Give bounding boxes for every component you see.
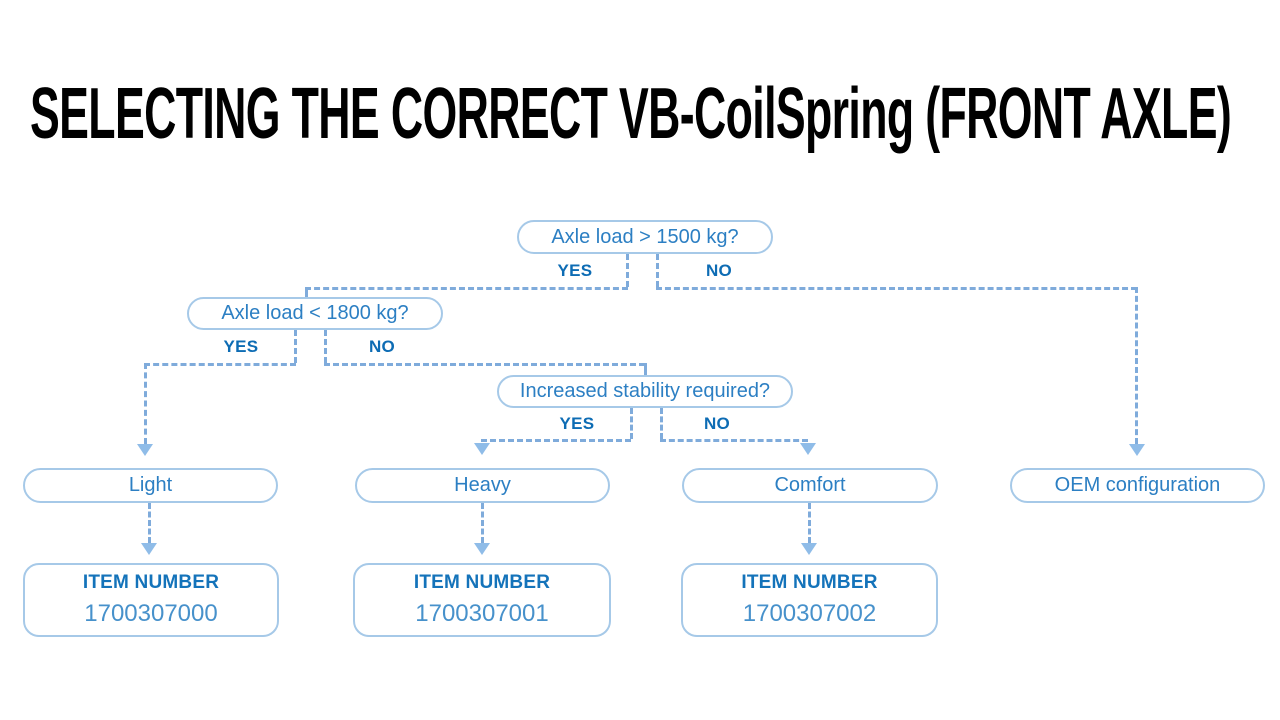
branch-label-no-root: NO [705, 261, 733, 280]
connector-stability-no-stub [660, 408, 663, 439]
decision-node-label: Axle load < 1800 kg? [221, 302, 409, 324]
branch-label-yes-1800: YES [223, 337, 259, 356]
item-number-box-light: ITEM NUMBER 1700307000 [23, 563, 279, 637]
connector-stability-yes-horizontal [481, 439, 631, 442]
arrow-down-icon-comfort [800, 443, 816, 455]
connector-1800-no-stub [324, 330, 327, 363]
item-number-value: 1700307002 [742, 600, 877, 627]
item-number-value: 1700307000 [84, 600, 218, 627]
arrow-down-icon-oem [1129, 444, 1145, 456]
arrow-down-icon-item-comfort [801, 543, 817, 555]
connector-stability-yes-stub [630, 408, 633, 439]
outcome-node-heavy: Heavy [355, 468, 610, 503]
item-number-box-comfort: ITEM NUMBER 1700307002 [681, 563, 938, 637]
branch-label-no-stability: NO [703, 414, 731, 433]
arrow-down-icon-light [137, 444, 153, 456]
decision-node-axle-load-1500: Axle load > 1500 kg? [517, 220, 773, 254]
outcome-node-comfort: Comfort [682, 468, 938, 503]
connector-heavy-to-item [481, 503, 484, 543]
arrow-down-icon-item-light [141, 543, 157, 555]
connector-1800-yes-stub [294, 330, 297, 363]
branch-label-no-1800: NO [368, 337, 396, 356]
outcome-node-label: Heavy [454, 474, 511, 496]
arrow-down-icon-item-heavy [474, 543, 490, 555]
decision-node-label: Axle load > 1500 kg? [551, 225, 739, 248]
connector-light-to-item [148, 503, 151, 543]
decision-node-axle-load-1800: Axle load < 1800 kg? [187, 297, 443, 330]
item-number-value: 1700307001 [415, 600, 549, 627]
connector-root-yes-horizontal [305, 287, 628, 290]
connector-1800-yes-horizontal [144, 363, 296, 366]
connector-comfort-to-item [808, 503, 811, 543]
page-title: SELECTING THE CORRECT VB-CoilSpring (FRO… [30, 74, 1232, 154]
connector-1800-no-horizontal [324, 363, 645, 366]
connector-to-light-vertical [144, 363, 147, 444]
branch-label-yes-root: YES [557, 261, 593, 280]
connector-root-no-stub [656, 254, 659, 287]
item-number-heading: ITEM NUMBER [741, 572, 878, 593]
arrow-down-icon-heavy [474, 443, 490, 455]
outcome-node-label: Light [128, 474, 173, 496]
connector-root-no-horizontal [656, 287, 1137, 290]
outcome-node-label: OEM configuration [1054, 474, 1221, 496]
connector-root-yes-stub [626, 254, 629, 287]
connector-into-node-stability [644, 363, 647, 375]
connector-stability-no-horizontal [660, 439, 808, 442]
branch-label-yes-stability: YES [559, 414, 595, 433]
decision-node-stability: Increased stability required? [497, 375, 793, 408]
item-number-box-heavy: ITEM NUMBER 1700307001 [353, 563, 611, 637]
outcome-node-oem-configuration: OEM configuration [1010, 468, 1265, 503]
item-number-heading: ITEM NUMBER [413, 572, 551, 593]
outcome-node-label: Comfort [774, 474, 846, 496]
outcome-node-light: Light [23, 468, 278, 503]
connector-to-oem-vertical [1135, 287, 1138, 444]
item-number-heading: ITEM NUMBER [82, 572, 220, 593]
connector-into-node-1800 [305, 287, 308, 297]
decision-node-label: Increased stability required? [519, 380, 771, 402]
